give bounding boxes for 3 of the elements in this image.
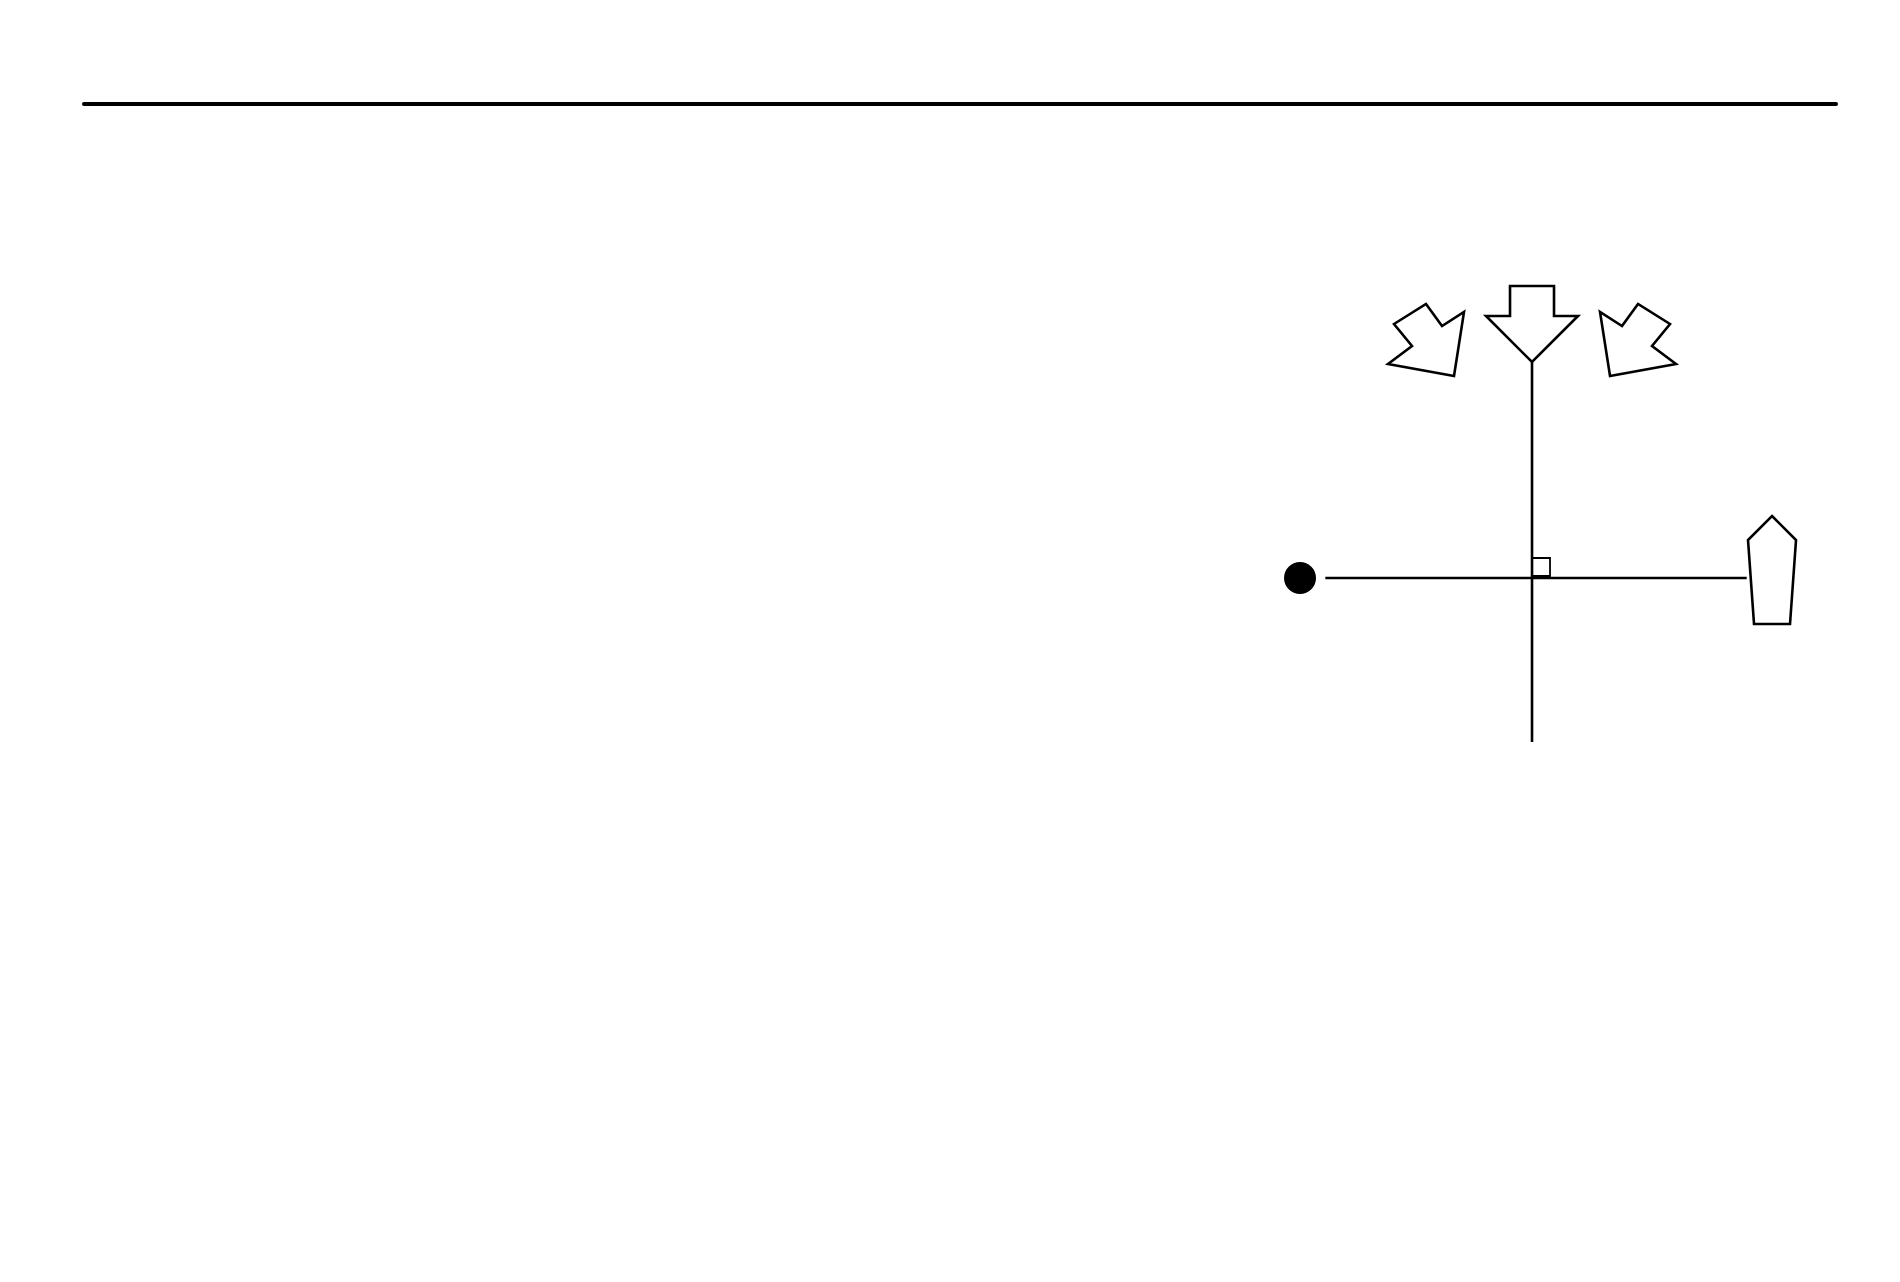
dot: [1284, 562, 1316, 594]
pentagon-shape: [1746, 514, 1798, 626]
connector-line: [1325, 576, 1747, 580]
